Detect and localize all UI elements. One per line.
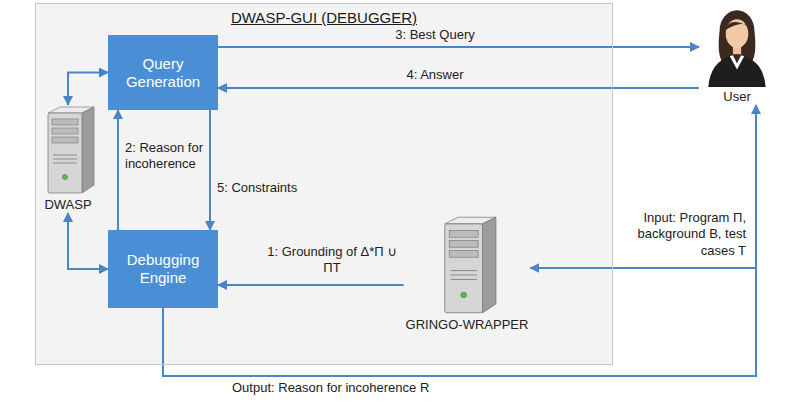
icon-label: DWASP <box>44 197 91 212</box>
connector-arrow <box>218 284 404 286</box>
edge-label: 2: Reason for incoherence <box>123 140 206 173</box>
panel-title: DWASP-GUI (DEBUGGER) <box>36 9 612 26</box>
process-box: Query Generation <box>108 35 218 110</box>
connector-arrow <box>163 105 756 376</box>
user-icon: User <box>699 5 775 105</box>
process-box: Debugging Engine <box>108 230 218 308</box>
connector-arrow <box>68 73 108 106</box>
edge-label: 1: Grounding of Δ*Π ∪ ΠT <box>262 244 402 277</box>
server-icon: DWASP <box>38 105 98 213</box>
edge-label: Input: Program Π, background B, test cas… <box>618 210 748 259</box>
panel-ground <box>35 3 613 365</box>
edge-label: 4: Answer <box>370 67 500 83</box>
connector-arrow <box>68 213 108 269</box>
connector-arrow <box>117 110 119 230</box>
connector-arrow <box>530 105 756 268</box>
box-label: Debugging Engine <box>114 251 212 287</box>
icon-label: GRINGO-WRAPPER <box>406 317 529 332</box>
edge-label: 5: Constraints <box>215 180 315 196</box>
server-icon: GRINGO-WRAPPER <box>404 215 531 333</box>
box-label: Query Generation <box>114 55 212 91</box>
connector-arrow <box>209 110 211 230</box>
icon-label: User <box>723 89 750 104</box>
server-icon <box>435 215 499 315</box>
edge-label: 3: Best Query <box>370 27 500 43</box>
server-icon <box>40 105 96 195</box>
panel-frame: DWASP-GUI (DEBUGGER) Query GenerationDWAS… <box>35 3 613 365</box>
edge-label: Output: Reason for incoherence R <box>230 380 530 396</box>
user-icon <box>701 5 773 87</box>
connector-arrow <box>218 87 699 89</box>
connector-arrow <box>218 46 699 48</box>
